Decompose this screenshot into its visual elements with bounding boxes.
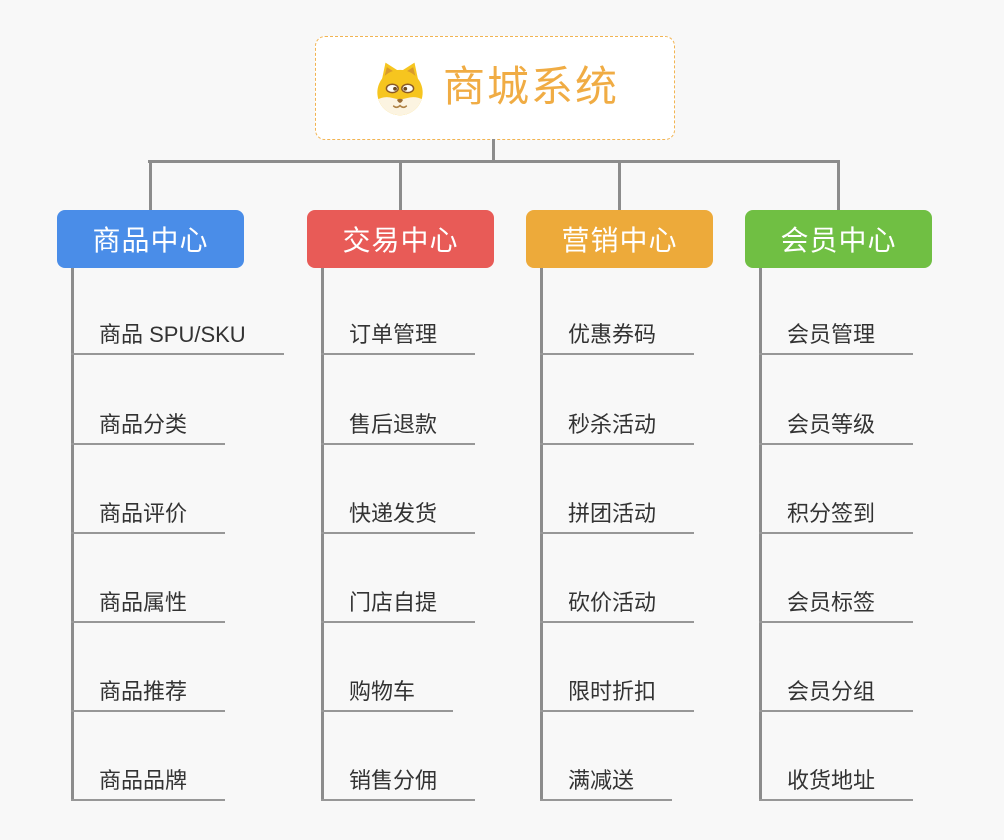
mindmap-item[interactable]: 订单管理 — [321, 309, 476, 355]
branch-node[interactable]: 交易中心 — [307, 210, 494, 268]
items-vertical-connector — [759, 268, 762, 801]
branch-label: 交易中心 — [342, 225, 459, 256]
branch-node[interactable]: 营销中心 — [526, 210, 713, 268]
mindmap-item[interactable]: 购物车 — [321, 666, 454, 712]
item-label: 秒杀活动 — [568, 412, 657, 437]
mindmap-item[interactable]: 会员分组 — [759, 666, 914, 712]
item-label: 订单管理 — [349, 322, 438, 347]
mindmap-item[interactable]: 会员标签 — [759, 577, 914, 623]
item-label: 商品属性 — [99, 590, 188, 615]
item-label: 会员等级 — [787, 412, 876, 437]
mindmap-item[interactable]: 限时折扣 — [540, 666, 695, 712]
root-title: 商城系统 — [442, 63, 619, 110]
mindmap-item[interactable]: 满减送 — [540, 755, 673, 801]
item-label: 快递发货 — [349, 501, 438, 526]
item-label: 会员管理 — [787, 322, 876, 347]
items-vertical-connector — [540, 268, 543, 801]
item-label: 优惠券码 — [568, 322, 657, 347]
mindmap-root-node[interactable]: 商城系统 — [315, 36, 675, 140]
mindmap-item[interactable]: 商品属性 — [71, 577, 226, 623]
branch-label: 营销中心 — [561, 225, 678, 256]
branch-node[interactable]: 商品中心 — [57, 210, 244, 268]
item-label: 收货地址 — [787, 768, 876, 793]
mindmap-item[interactable]: 商品品牌 — [71, 755, 226, 801]
item-label: 购物车 — [349, 679, 416, 704]
mindmap-item[interactable]: 优惠券码 — [540, 309, 695, 355]
horizontal-connector — [148, 160, 839, 163]
branch-node[interactable]: 会员中心 — [745, 210, 932, 268]
mindmap-item[interactable]: 商品 SPU/SKU — [71, 309, 284, 355]
item-label: 售后退款 — [349, 412, 438, 437]
item-label: 积分签到 — [787, 501, 876, 526]
branch-drop-connector — [618, 160, 621, 210]
item-label: 门店自提 — [349, 590, 438, 615]
items-vertical-connector — [71, 268, 74, 801]
mindmap-item[interactable]: 门店自提 — [321, 577, 476, 623]
mindmap-item[interactable]: 积分签到 — [759, 488, 914, 534]
mindmap-item[interactable]: 商品评价 — [71, 488, 226, 534]
items-vertical-connector — [321, 268, 324, 801]
mindmap-item[interactable]: 收货地址 — [759, 755, 914, 801]
branch-column-2: 营销中心 优惠券码秒杀活动拼团活动砍价活动限时折扣满减送 — [526, 160, 713, 801]
item-label: 商品评价 — [99, 501, 188, 526]
mindmap-item[interactable]: 商品推荐 — [71, 666, 226, 712]
item-label: 商品推荐 — [99, 679, 188, 704]
branch-drop-connector — [149, 160, 152, 210]
item-label: 商品 SPU/SKU — [99, 322, 246, 347]
mindmap-item[interactable]: 商品分类 — [71, 399, 226, 445]
item-label: 拼团活动 — [568, 501, 657, 526]
branch-drop-connector — [837, 160, 840, 210]
item-label: 商品分类 — [99, 412, 188, 437]
branch-column-3: 会员中心 会员管理会员等级积分签到会员标签会员分组收货地址 — [745, 160, 932, 801]
mindmap-item[interactable]: 会员管理 — [759, 309, 914, 355]
item-label: 砍价活动 — [568, 590, 657, 615]
branch-column-1: 交易中心 订单管理售后退款快递发货门店自提购物车销售分佣 — [307, 160, 494, 801]
item-label: 会员标签 — [787, 590, 876, 615]
item-label: 会员分组 — [787, 679, 876, 704]
item-label: 销售分佣 — [349, 768, 438, 793]
item-label: 商品品牌 — [99, 768, 188, 793]
branch-drop-connector — [399, 160, 402, 210]
mindmap-item[interactable]: 售后退款 — [321, 399, 476, 445]
root-stem-connector — [492, 139, 495, 162]
branch-label: 商品中心 — [92, 225, 209, 256]
mindmap-item[interactable]: 拼团活动 — [540, 488, 695, 534]
mindmap-item[interactable]: 销售分佣 — [321, 755, 476, 801]
mindmap-item[interactable]: 砍价活动 — [540, 577, 695, 623]
mindmap-item[interactable]: 会员等级 — [759, 399, 914, 445]
branch-column-0: 商品中心 商品 SPU/SKU 商品分类商品评价商品属性商品推荐商品品牌 — [57, 160, 284, 801]
item-label: 限时折扣 — [568, 679, 657, 704]
mindmap-item[interactable]: 快递发货 — [321, 488, 476, 534]
mindmap-item[interactable]: 秒杀活动 — [540, 399, 695, 445]
item-label: 满减送 — [568, 768, 635, 793]
branch-label: 会员中心 — [780, 225, 897, 256]
shiba-dog-icon — [371, 59, 429, 117]
